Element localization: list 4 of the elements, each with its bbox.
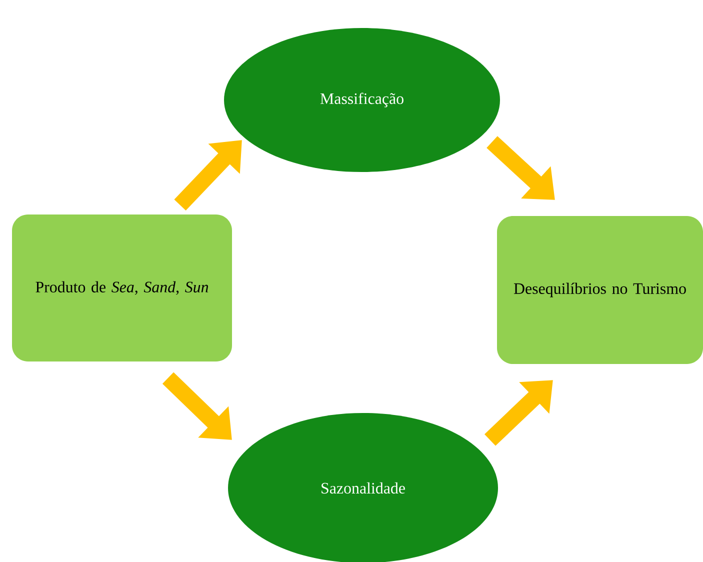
process-box: Desequilíbrios no Turismo <box>497 216 703 364</box>
block-arrow <box>162 372 232 440</box>
block-arrow <box>174 140 242 211</box>
process-box: Produto de Sea, Sand, Sun <box>12 214 232 362</box>
